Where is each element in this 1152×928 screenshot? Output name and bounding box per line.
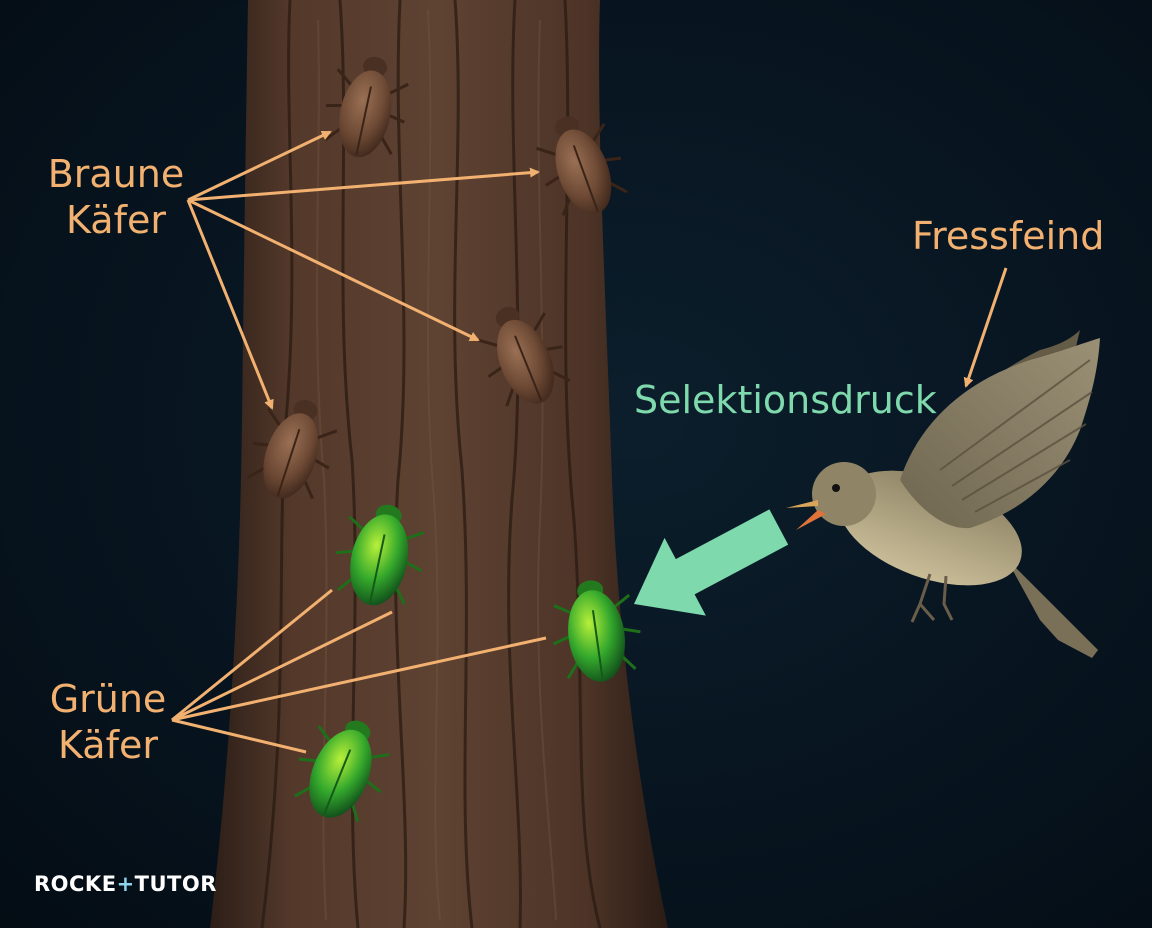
selection-pressure-label: Selektionsdruck [634,378,937,422]
predator-arrow [963,267,1008,388]
brown-beetles-label: Braune Käfer [46,152,186,243]
brand-logo: ROCKE+TUTOR [34,872,217,896]
selection-pressure-arrow [634,509,789,616]
arrow-to-brown-beetle-4 [186,199,274,410]
tree-trunk [210,0,668,928]
green-beetle-1 [335,504,425,606]
brown-beetles-label-line2: Käfer [66,197,166,242]
brand-logo-part3: TUTOR [134,872,217,896]
brown-beetle-2 [536,116,628,216]
arrow-to-brown-beetle-1 [187,130,332,202]
brown-beetle-arrows [186,130,540,410]
arrow-to-brown-beetle-2 [187,167,540,202]
green-beetles-label-line2: Käfer [58,722,158,767]
brand-logo-part1: ROCKE [34,872,117,896]
green-beetle-lines [171,588,547,754]
brown-beetles-label-line1: Braune [47,152,185,196]
brand-logo-plus: + [116,872,135,896]
green-beetles-label: Grüne Käfer [46,677,170,768]
green-beetle-2 [552,580,641,682]
brown-beetle-3 [477,306,571,407]
brown-beetle-1 [323,56,409,158]
arrow-to-brown-beetle-3 [187,198,480,342]
predator-label: Fressfeind [912,214,1105,258]
green-beetle-3 [294,720,390,823]
bird [786,330,1100,658]
brown-beetle-4 [247,399,338,500]
green-beetles-label-line1: Grüne [49,677,167,721]
